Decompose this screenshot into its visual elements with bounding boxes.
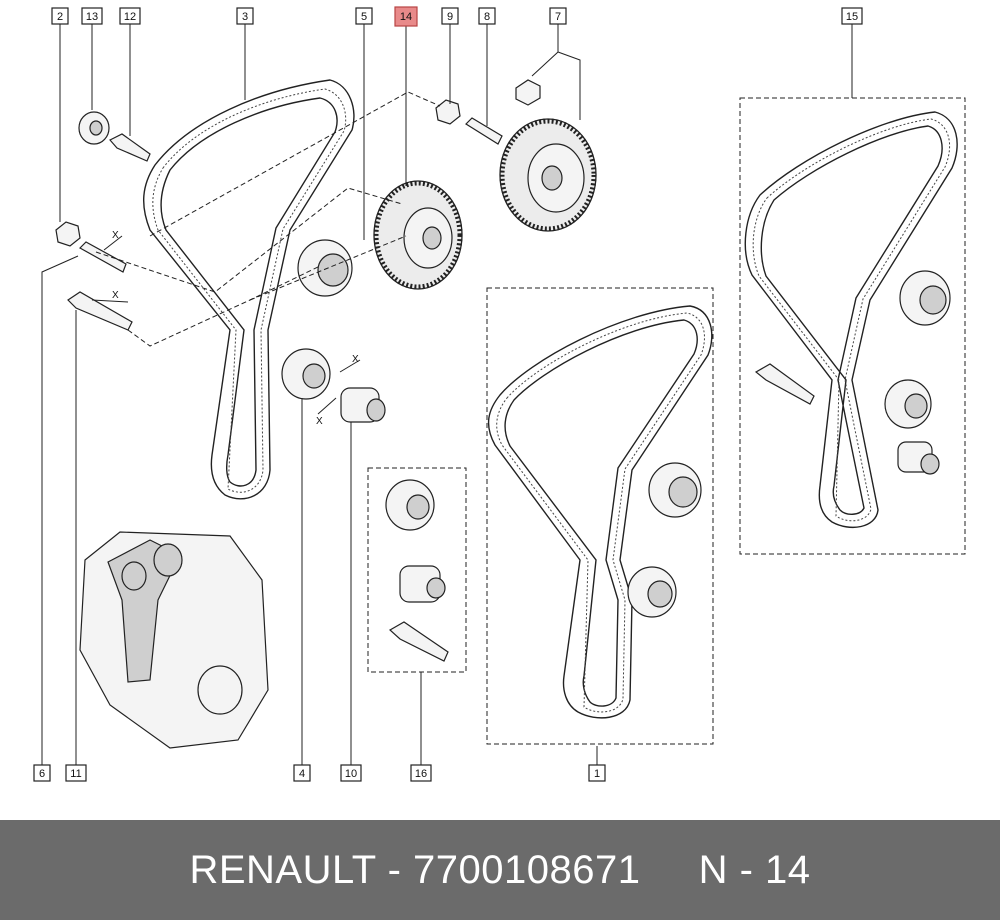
svg-text:10: 10 [345,768,357,780]
svg-text:11: 11 [70,768,81,780]
callout-8: 8 [478,7,496,25]
svg-text:7: 7 [555,11,561,23]
stud-8 [465,117,503,145]
svg-text:5: 5 [361,11,367,23]
callout-4: 4 [293,764,311,782]
washer-13 [78,111,110,145]
svg-text:8: 8 [484,11,490,23]
bolt-12 [109,133,151,162]
svg-text:15: 15 [846,11,858,23]
svg-text:3: 3 [242,11,248,23]
callout-leaders [41,24,853,765]
callout-16: 16 [410,764,432,782]
callout-7: 7 [549,7,567,25]
svg-text:X: X [316,416,323,427]
svg-text:4: 4 [299,768,305,780]
callout-10: 10 [340,764,362,782]
callout-14-highlighted: 14 [394,6,418,27]
assembly-dashed-lines [95,91,441,347]
svg-text:16: 16 [415,768,427,780]
dimension-x-roller: X X [316,354,361,427]
callout-2: 2 [51,7,69,25]
position-label: N - 14 [698,847,811,892]
camshaft-sprocket-14 [373,180,463,290]
spacer-10 [340,387,386,423]
callout-13: 13 [81,7,103,25]
svg-text:X: X [112,290,119,301]
svg-text:X: X [352,354,359,365]
bolt-11 [67,291,133,331]
callout-1: 1 [588,764,606,782]
kit-frame-1 [486,287,714,745]
callout-15: 15 [841,7,863,25]
dimension-x-lower: X [91,290,129,303]
part-number-banner: RENAULT - 7700108671 N - 14 [0,820,1000,920]
callout-3: 3 [236,7,254,25]
engine-location-thumbnail [79,531,269,749]
callout-12: 12 [119,7,141,25]
banner-text: RENAULT - 7700108671 N - 14 [189,848,810,893]
nut-9 [435,99,461,125]
timing-belt-kit-1 [487,305,713,719]
timing-belt-main [142,79,355,500]
stud-6 [79,241,127,273]
part-number: 7700108671 [413,847,641,892]
svg-text:12: 12 [124,11,136,23]
tensioner-roller-5 [297,239,353,297]
kit-frame-16 [367,467,467,673]
svg-text:9: 9 [447,11,453,23]
callout-6: 6 [33,764,51,782]
roller-kit-16 [385,479,449,662]
camshaft-pulley-7 [499,79,597,232]
nut-2 [55,221,81,247]
dimension-x-upper: X [103,230,123,251]
svg-text:6: 6 [39,768,45,780]
idler-roller-4 [281,348,331,400]
brand-name: RENAULT [189,847,376,892]
svg-text:2: 2 [57,11,63,23]
kit-frame-15 [739,97,966,555]
banner-gap [641,848,699,892]
banner-separator: - [375,847,414,892]
svg-text:X: X [112,230,119,241]
callout-9: 9 [441,7,459,25]
timing-belt-exploded-diagram: X X X X 2 [33,6,966,782]
callout-11: 11 [65,764,87,782]
svg-text:14: 14 [400,11,412,23]
callout-5: 5 [355,7,373,25]
timing-belt-kit-15 [744,111,958,529]
svg-text:13: 13 [86,11,98,23]
svg-text:1: 1 [594,768,600,780]
